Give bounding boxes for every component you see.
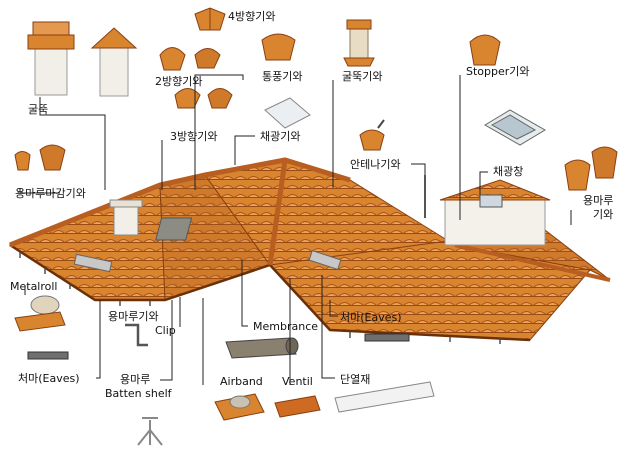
- skylight-tile-product: [264, 97, 311, 129]
- eave-brackets: [19, 252, 501, 344]
- roof-metalroll-strip: [73, 253, 113, 273]
- ridge-clip-product: [125, 323, 148, 347]
- chimney-product: [27, 21, 138, 97]
- leader-lines: [19, 74, 572, 385]
- eaves-right-product: [364, 333, 410, 342]
- label-three-way-tile: 3방향기와: [170, 130, 217, 143]
- label-stopper-tile: Stopper기와: [466, 65, 530, 78]
- label-chimney: 굴뚝: [28, 103, 48, 116]
- roof-skylight-window: [479, 194, 503, 208]
- chimney-tile-product: [343, 19, 375, 67]
- label-ridge-end-tile: 용마루마감기와: [15, 187, 86, 200]
- label-batten-shelf-line1: 용마루: [120, 373, 150, 386]
- label-skylight-tile: 채광기와: [260, 130, 300, 143]
- skylight-window-product: [484, 109, 546, 146]
- stopper-tile-product: [469, 34, 501, 66]
- four-way-tile-product: [194, 7, 226, 31]
- roof-eaves-edge: [9, 243, 531, 342]
- insulation-product: [334, 381, 435, 413]
- roof-vent-strip: [308, 249, 342, 271]
- label-ridge-clip-line2: Clip: [155, 324, 176, 337]
- membrane-product: [225, 337, 299, 359]
- label-antenna-tile: 안테나기와: [350, 158, 401, 171]
- eaves-left-product: [27, 351, 69, 360]
- roof-hip-ridge: [267, 159, 288, 266]
- airband-product: [214, 393, 265, 421]
- label-metalroll: Metalroll: [10, 280, 58, 293]
- ridge-end-tile-product: [14, 144, 66, 171]
- label-two-way-tile: 2방향기와: [155, 75, 202, 88]
- antenna-tile-product: [359, 119, 385, 151]
- labels: 굴뚝 4방향기와 2방향기와 통풍기와 굴뚝기와 Stopper기와 3방향기와…: [10, 10, 613, 400]
- label-four-way-tile: 4방향기와: [228, 10, 275, 23]
- label-membrane: Membrance: [253, 320, 318, 333]
- label-vent-tile: 통풍기와: [262, 70, 302, 83]
- roof-membrane-patch: [155, 217, 193, 241]
- metalroll-product: [14, 295, 66, 332]
- roof-chimney-cap: [109, 199, 143, 208]
- two-way-tile-product: [159, 47, 233, 109]
- label-insulation: 단열재: [340, 373, 370, 386]
- label-chimney-tile: 굴뚝기와: [342, 70, 382, 83]
- batten-shelf-product: [137, 417, 163, 446]
- label-ridge-tile-line1: 용마루: [583, 194, 613, 207]
- ventil-product: [274, 395, 321, 418]
- label-ventil: Ventil: [282, 375, 313, 388]
- roof-body: [8, 157, 611, 344]
- roof-chimney: [113, 204, 139, 236]
- label-ridge-clip-line1: 용마루기와: [108, 310, 159, 323]
- label-eaves-right: 처마(Eaves): [340, 311, 402, 324]
- label-eaves-left: 처마(Eaves): [18, 372, 80, 385]
- label-batten-shelf-line2: Batten shelf: [105, 387, 173, 400]
- ridge-tile-product: [564, 146, 618, 191]
- roof-valley: [454, 243, 611, 282]
- label-skylight-window: 채광창: [493, 165, 523, 178]
- label-ridge-tile-line2: 기와: [593, 208, 613, 221]
- vent-tile-product: [261, 33, 296, 61]
- label-airband: Airband: [220, 375, 263, 388]
